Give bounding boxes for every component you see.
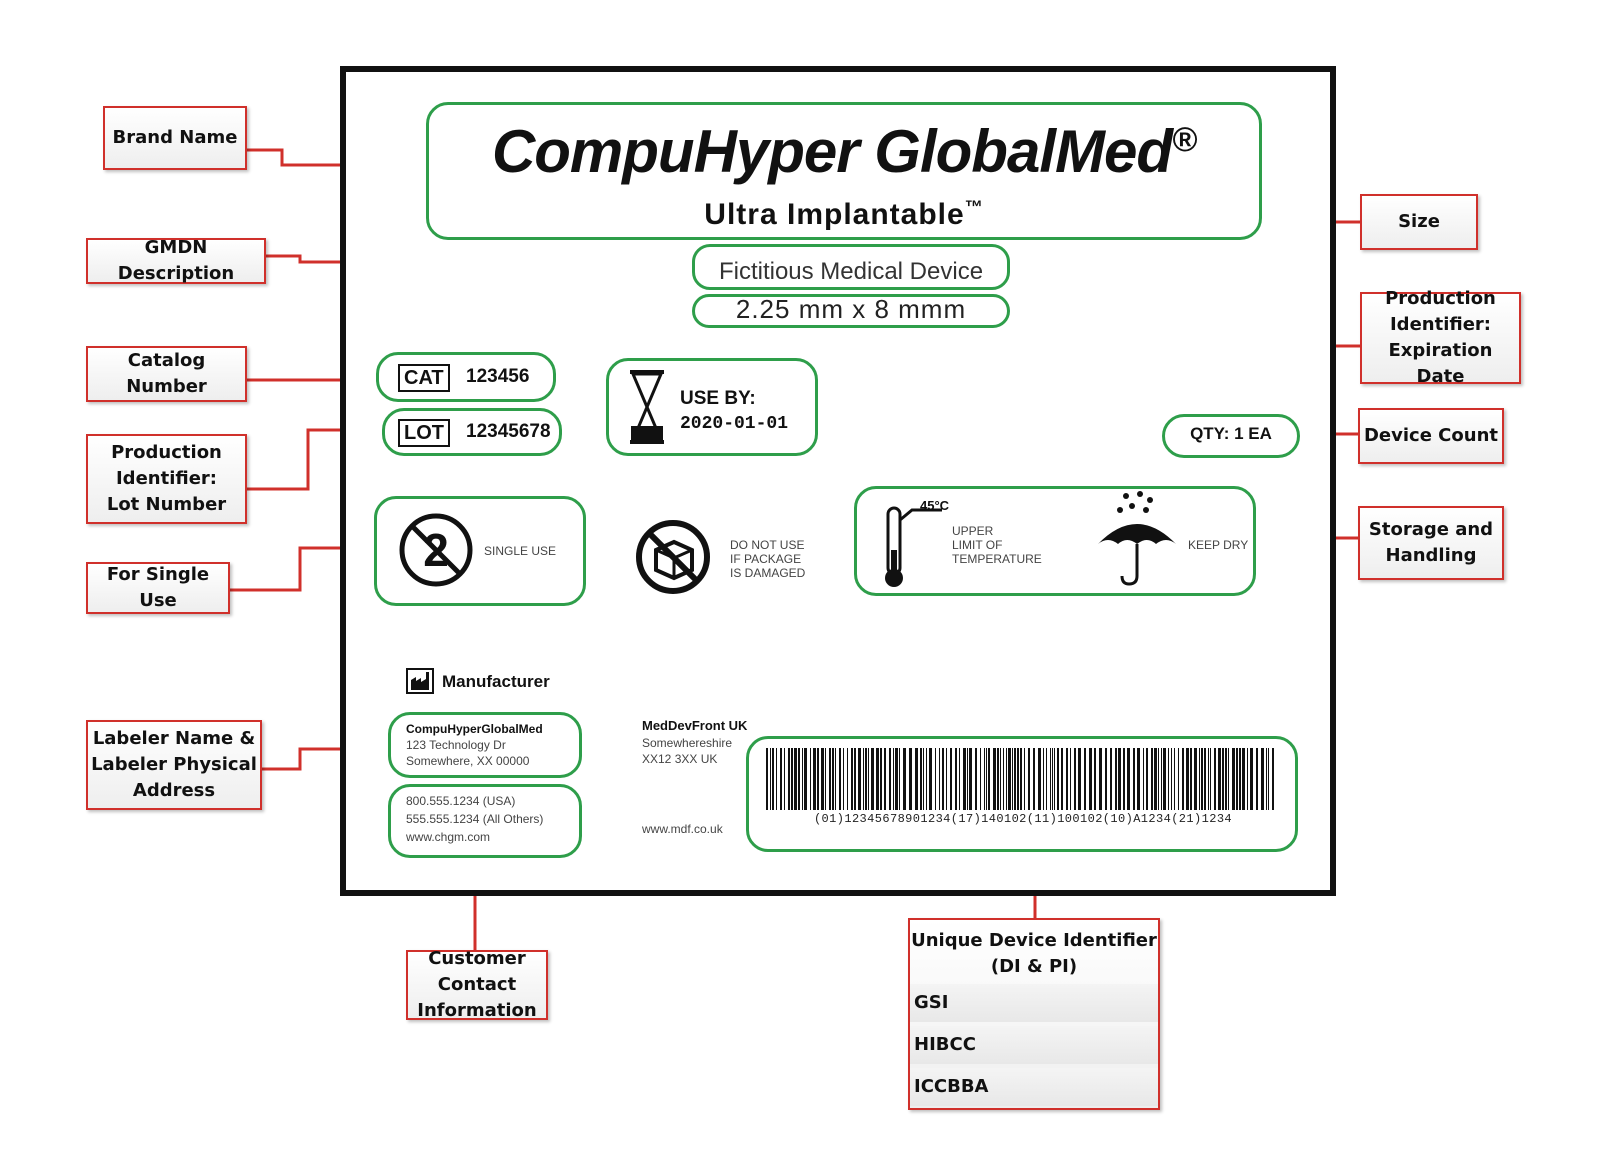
catalog-box [376, 352, 556, 402]
quantity: QTY: 1 EA [1190, 424, 1272, 443]
callout-text: Brand Name [112, 127, 238, 148]
arrow-single-use [230, 543, 374, 592]
gmdn-box [692, 244, 1010, 290]
lot-symbol: LOT [398, 419, 450, 447]
factory-icon [406, 668, 434, 694]
callout-expiration-date: Production Identifier: Expiration Date [1360, 288, 1521, 387]
udi-item: GSI [910, 984, 1158, 1022]
lot-number: 12345678 [466, 421, 551, 442]
callout-gmdn-description: GMDN Description [86, 237, 266, 284]
brand-name: CompuHyper GlobalMed® [491, 118, 1197, 185]
callout-text: Production [1385, 288, 1496, 309]
umbrella-icon [1098, 491, 1176, 586]
callout-text: Contact [437, 974, 517, 995]
rep-line-2: XX12 3XX UK [642, 752, 718, 766]
lot-box [382, 408, 562, 456]
keep-dry-text: KEEP DRY [1188, 538, 1249, 552]
callout-text: Information [417, 1000, 537, 1021]
use-by-label: USE BY: [680, 388, 756, 409]
callout-catalog-number: Catalog Number [86, 346, 247, 402]
product-line: Ultra Implantable™ [704, 197, 984, 231]
callout-customer-contact: Customer Contact Information [406, 948, 548, 1021]
use-by-date: 2020-01-01 [680, 414, 789, 434]
cat-number: 123456 [466, 366, 530, 387]
udi-barcode-text: (01)12345678901234(17)140102(11)100102(1… [813, 812, 1233, 826]
callout-labeler: Labeler Name & Labeler Physical Address [86, 720, 262, 810]
rep-website: www.mdf.co.uk [642, 822, 723, 836]
callout-storage-handling: Storage and Handling [1358, 506, 1504, 580]
callout-text: Size [1398, 211, 1440, 232]
callout-text: Customer [428, 948, 526, 969]
callout-text: Catalog Number [126, 350, 207, 397]
callout-text: For Single Use [106, 564, 210, 611]
single-use-text: SINGLE USE [484, 544, 557, 558]
gmdn-description: Fictitious Medical Device [718, 258, 984, 285]
size-box [692, 294, 1010, 328]
contact-phone-usa: 800.555.1234 (USA) [406, 794, 516, 808]
callout-text: Expiration Date [1388, 340, 1493, 387]
temperature-text: UPPER LIMIT OF TEMPERATURE [952, 524, 1042, 566]
callout-text: Labeler Name & [92, 728, 256, 749]
do-not-use-text: DO NOT USE IF PACKAGE IS DAMAGED [730, 538, 806, 580]
callout-text: Identifier: [115, 468, 217, 489]
callout-text: Device Count [1363, 425, 1498, 446]
contact-phone-others: 555.555.1234 (All Others) [406, 812, 544, 826]
storage-box [854, 486, 1256, 596]
callout-text: Address [132, 780, 216, 801]
callout-size: Size [1360, 194, 1478, 250]
udi-barcode-box [746, 736, 1298, 852]
callout-single-use: For Single Use [86, 562, 230, 614]
rep-line-1: Somewhereshire [642, 736, 733, 750]
damaged-package-icon [636, 520, 710, 594]
callout-text: Handling [1385, 545, 1477, 566]
contact-website: www.chgm.com [406, 830, 491, 844]
single-use-icon: 2 [399, 513, 473, 587]
labeler-name: CompuHyperGlobalMed [406, 722, 543, 736]
single-use-box [374, 496, 586, 606]
callout-text: Lot Number [106, 494, 227, 515]
callout-text: Storage and [1368, 519, 1494, 540]
labeler-box [388, 712, 582, 778]
manufacturer-label: Manufacturer [442, 672, 550, 691]
callout-text: (DI & PI) [990, 956, 1078, 977]
callout-udi: Unique Device Identifier (DI & PI) GSI H… [908, 918, 1160, 1110]
callout-text: GMDN Description [117, 237, 235, 284]
use-by-box [606, 358, 818, 456]
labeler-address-2: Somewhere, XX 00000 [406, 754, 530, 768]
callout-brand-name: Brand Name [103, 106, 247, 170]
callout-text: Identifier: [1389, 314, 1491, 335]
temperature-value: 45°C [920, 498, 950, 513]
size-value: 2.25 mm x 8 mmm [735, 294, 967, 324]
cat-symbol: CAT [398, 364, 450, 392]
udi-item: ICCBBA [910, 1068, 1158, 1106]
udi-barcode [766, 748, 1274, 810]
callout-text: Unique Device Identifier [911, 930, 1157, 951]
callout-text: Labeler Physical [91, 754, 257, 775]
rep-name: MedDevFront UK [642, 718, 748, 733]
callout-device-count: Device Count [1358, 408, 1504, 464]
callout-lot-number: Production Identifier: Lot Number [86, 434, 247, 524]
hourglass-icon [630, 370, 664, 444]
device-label: CompuHyper GlobalMed® Ultra Implantable™… [340, 66, 1336, 896]
labeler-address-1: 123 Technology Dr [406, 738, 506, 752]
thermometer-icon [885, 506, 942, 587]
contact-box [388, 784, 582, 858]
brand-box: CompuHyper GlobalMed® Ultra Implantable™ [426, 102, 1262, 240]
callout-text: Production [111, 442, 222, 463]
quantity-box [1162, 414, 1300, 458]
udi-item: HIBCC [910, 1026, 1158, 1064]
